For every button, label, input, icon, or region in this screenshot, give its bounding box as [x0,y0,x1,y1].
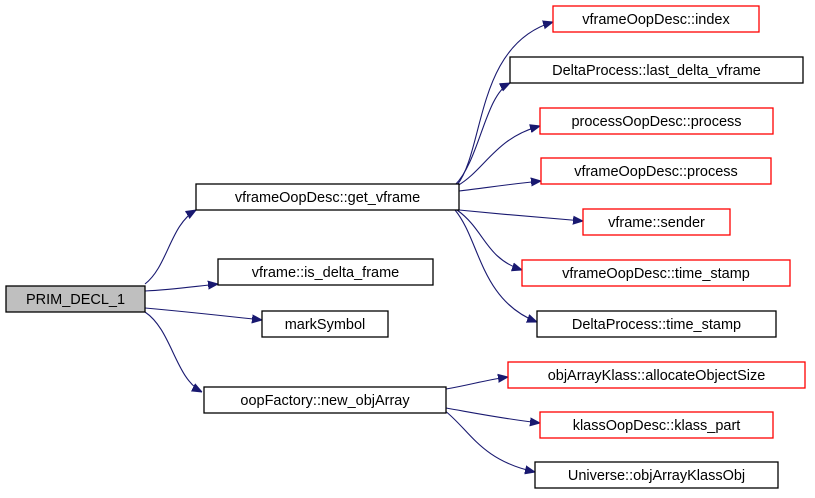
node-index[interactable]: vframeOopDesc::index [552,5,760,33]
edge-prim-decl-1-to-get-vframe [144,210,196,285]
node-label: vframe::sender [608,215,705,231]
node-label: PRIM_DECL_1 [26,292,125,308]
node-label: DeltaProcess::last_delta_vframe [552,63,761,79]
edge-new-objarray-to-allocate-object-size [445,377,508,390]
node-objarray-klass-obj[interactable]: Universe::objArrayKlassObj [534,461,779,489]
edge-get-vframe-to-vframe-oop-process [458,181,541,192]
edge-prim-decl-1-to-mark-symbol [144,307,262,320]
edge-get-vframe-to-last-delta-vframe [454,83,510,186]
node-label: klassOopDesc::klass_part [573,418,741,434]
edge-get-vframe-to-delta-time-stamp [454,209,537,322]
node-sender[interactable]: vframe::sender [582,208,731,236]
node-label: processOopDesc::process [571,114,741,130]
edge-get-vframe-to-index [456,22,553,186]
node-prim-decl-1[interactable]: PRIM_DECL_1 [5,285,146,313]
edge-get-vframe-to-vframe-time-stamp [456,209,522,270]
node-label: markSymbol [285,317,366,333]
node-label: Universe::objArrayKlassObj [568,468,745,484]
node-get-vframe[interactable]: vframeOopDesc::get_vframe [195,183,460,211]
node-label: vframeOopDesc::get_vframe [235,190,420,206]
node-label: objArrayKlass::allocateObjectSize [548,368,766,384]
edge-get-vframe-to-process-oop-process [456,126,540,187]
edges [144,22,583,472]
edge-prim-decl-1-to-new-objarray [144,311,202,392]
node-label: vframeOopDesc::time_stamp [562,266,750,282]
edge-prim-decl-1-to-is-delta-frame [144,284,218,292]
node-mark-symbol[interactable]: markSymbol [261,310,389,338]
edge-new-objarray-to-klass-part [445,407,540,423]
node-vframe-oop-process[interactable]: vframeOopDesc::process [540,157,772,185]
node-process-oop-process[interactable]: processOopDesc::process [539,107,774,135]
node-label: vframe::is_delta_frame [252,265,399,281]
node-is-delta-frame[interactable]: vframe::is_delta_frame [217,258,434,286]
node-new-objarray[interactable]: oopFactory::new_objArray [203,386,447,414]
edge-get-vframe-to-sender [458,209,583,221]
node-allocate-object-size[interactable]: objArrayKlass::allocateObjectSize [507,361,806,389]
node-label: DeltaProcess::time_stamp [572,317,741,333]
node-vframe-time-stamp[interactable]: vframeOopDesc::time_stamp [521,259,791,287]
node-label: vframeOopDesc::process [574,164,738,180]
node-label: vframeOopDesc::index [582,12,730,28]
node-klass-part[interactable]: klassOopDesc::klass_part [539,411,774,439]
node-delta-time-stamp[interactable]: DeltaProcess::time_stamp [536,310,777,338]
nodes: PRIM_DECL_1 vframeOopDesc::get_vframe vf… [5,5,806,489]
node-label: oopFactory::new_objArray [240,393,410,409]
edge-new-objarray-to-objarray-klass-obj [443,409,535,472]
node-last-delta-vframe[interactable]: DeltaProcess::last_delta_vframe [509,56,804,84]
